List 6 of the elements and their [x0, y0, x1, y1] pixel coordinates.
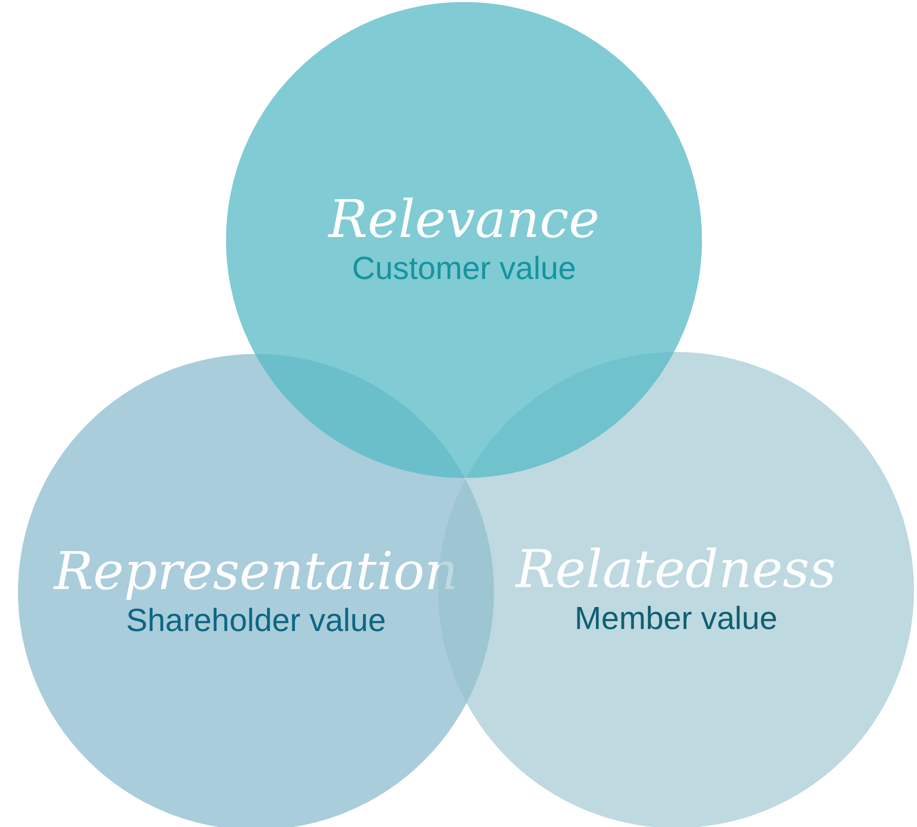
- circle-subtitle: Customer value: [352, 249, 576, 288]
- circle-subtitle: Shareholder value: [126, 601, 386, 640]
- circle-title: Representation: [54, 544, 458, 602]
- circle-subtitle: Member value: [574, 599, 778, 638]
- circle-title: Relevance: [328, 192, 600, 250]
- circle-title: Relatedness: [516, 542, 836, 600]
